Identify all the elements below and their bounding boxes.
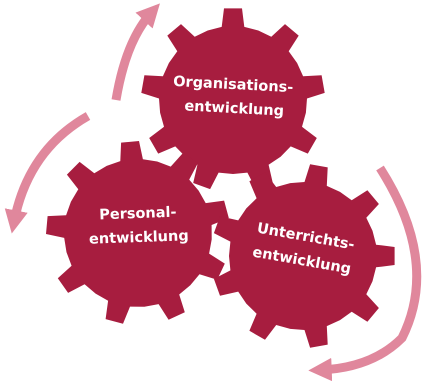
gear-organisation (141, 8, 325, 190)
arrow-left (4, 112, 91, 234)
gear-label-personal-line1: Personal- (99, 205, 177, 224)
gear-label-organisation-line1: Organisations- (173, 74, 294, 96)
gear-unterricht (213, 164, 395, 348)
gear-label-organisation-line2: entwicklung (184, 98, 284, 119)
arrow-right (308, 165, 422, 382)
gear-label-personal-line2: entwicklung (89, 228, 189, 247)
gear-personal (46, 141, 229, 324)
arrow-top (111, 3, 160, 101)
